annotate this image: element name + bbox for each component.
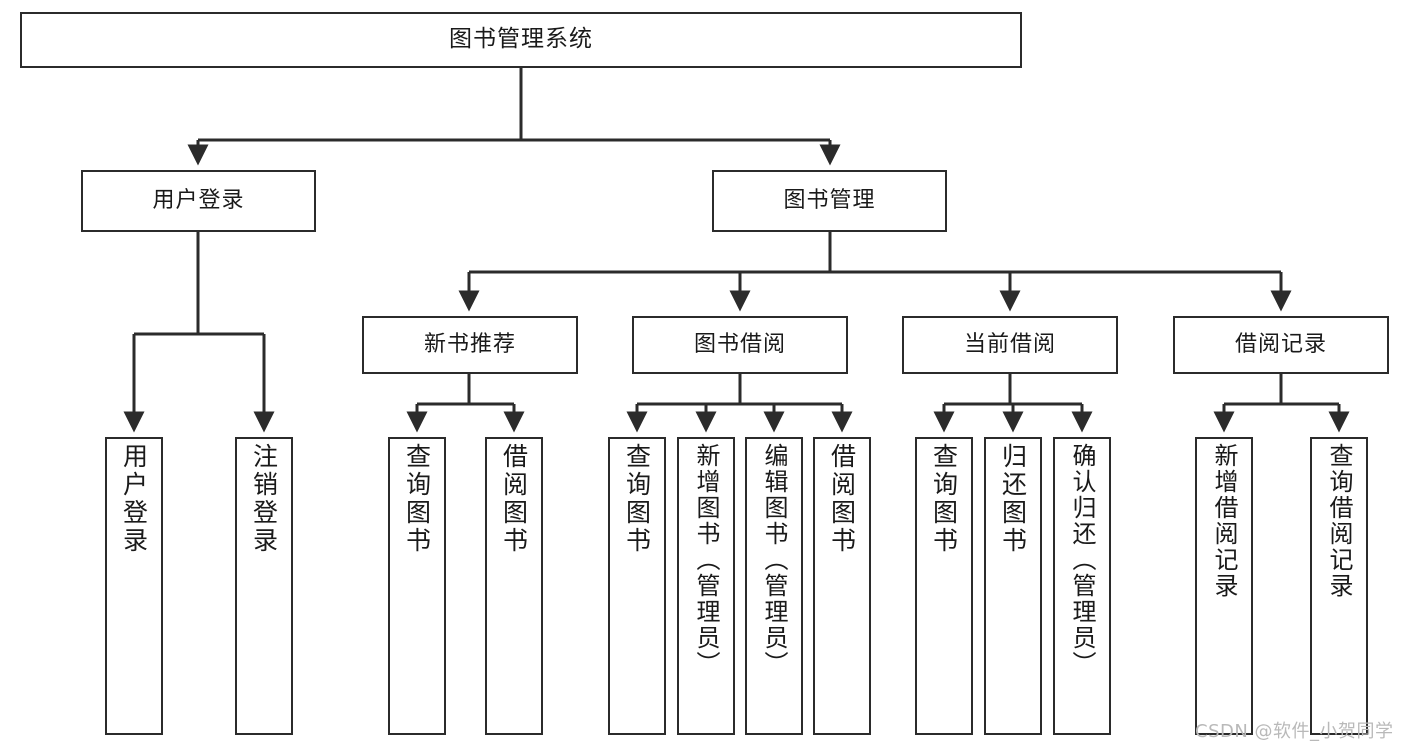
node-label: 图书管理 [783, 188, 876, 214]
node-label: 查询借阅记录 [1325, 443, 1353, 599]
node-label: 借阅图书 [827, 443, 857, 555]
node-leaf-query-book-2[interactable]: 查询图书 [608, 437, 666, 735]
node-label: 图书借阅 [693, 332, 786, 358]
node-label: 编辑图书（管理员） [760, 443, 788, 677]
node-label: 借阅记录 [1234, 332, 1327, 358]
node-label: 用户登录 [119, 443, 149, 555]
node-current-borrow[interactable]: 当前借阅 [902, 316, 1118, 374]
csdn-watermark: CSDN @软件_小贺同学 [1195, 721, 1394, 742]
node-borrow-record[interactable]: 借阅记录 [1173, 316, 1389, 374]
node-leaf-borrow-book-1[interactable]: 借阅图书 [485, 437, 543, 735]
node-leaf-return-book[interactable]: 归还图书 [984, 437, 1042, 735]
node-book-management[interactable]: 图书管理 [712, 170, 947, 232]
node-label: 借阅图书 [499, 443, 529, 555]
node-label: 当前借阅 [963, 332, 1056, 358]
node-leaf-add-record[interactable]: 新增借阅记录 [1195, 437, 1253, 735]
node-book-borrow[interactable]: 图书借阅 [632, 316, 848, 374]
node-label: 图书管理系统 [449, 26, 593, 53]
node-label: 注销登录 [249, 443, 279, 555]
node-leaf-logout-login[interactable]: 注销登录 [235, 437, 293, 735]
node-label: 查询图书 [929, 443, 959, 555]
node-leaf-query-record[interactable]: 查询借阅记录 [1310, 437, 1368, 735]
node-label: 用户登录 [152, 188, 245, 214]
node-label: 查询图书 [402, 443, 432, 555]
node-leaf-add-book[interactable]: 新增图书（管理员） [677, 437, 735, 735]
node-leaf-user-login[interactable]: 用户登录 [105, 437, 163, 735]
node-label: 新增图书（管理员） [692, 443, 720, 677]
node-user-login[interactable]: 用户登录 [81, 170, 316, 232]
node-new-book-recommend[interactable]: 新书推荐 [362, 316, 578, 374]
node-leaf-borrow-book-2[interactable]: 借阅图书 [813, 437, 871, 735]
node-leaf-query-book-1[interactable]: 查询图书 [388, 437, 446, 735]
node-label: 查询图书 [622, 443, 652, 555]
node-label: 新书推荐 [423, 332, 516, 358]
node-leaf-query-book-3[interactable]: 查询图书 [915, 437, 973, 735]
node-book-management-system[interactable]: 图书管理系统 [20, 12, 1022, 68]
node-label: 归还图书 [998, 443, 1028, 555]
node-label: 确认归还（管理员） [1068, 443, 1096, 677]
node-label: 新增借阅记录 [1210, 443, 1238, 599]
node-leaf-confirm-return[interactable]: 确认归还（管理员） [1053, 437, 1111, 735]
node-leaf-edit-book[interactable]: 编辑图书（管理员） [745, 437, 803, 735]
